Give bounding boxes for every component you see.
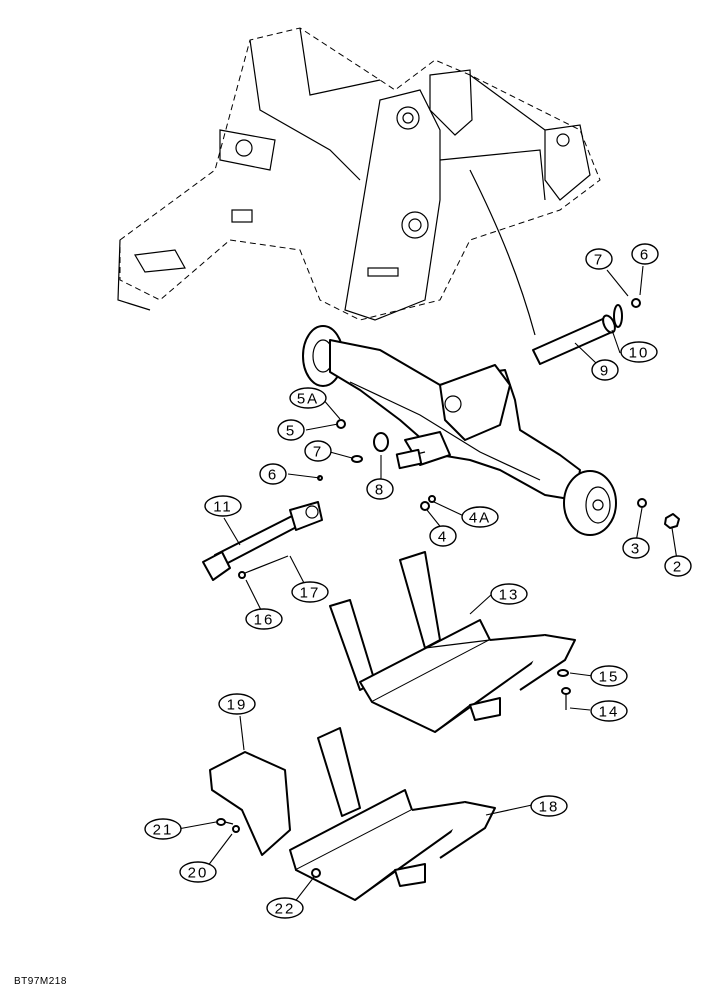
callout-label: 3 — [631, 541, 641, 558]
callout-oval — [304, 440, 332, 462]
callout-oval — [429, 525, 457, 547]
callout-oval — [590, 700, 628, 722]
loader-main-frame — [117, 27, 601, 336]
callout-label: 5 — [286, 423, 296, 440]
callout-oval — [277, 419, 305, 441]
callout-label: 17 — [300, 585, 321, 602]
callout-21: 21 — [144, 818, 182, 840]
callout-label: 5A — [297, 391, 319, 408]
callout-19: 19 — [218, 693, 256, 715]
axle-hardware — [317, 419, 680, 529]
callout-13: 13 — [490, 583, 528, 605]
callout-label: 6 — [268, 467, 278, 484]
pivot-pin — [532, 298, 641, 365]
callout-oval — [291, 581, 329, 603]
skid-plate-lower — [209, 727, 496, 901]
callout-4: 4 — [429, 525, 457, 547]
callout-15: 15 — [590, 665, 628, 687]
callout-label: 7 — [594, 252, 604, 269]
callout-oval — [204, 495, 242, 517]
callout-9: 9 — [591, 359, 619, 381]
callout-label: 2 — [673, 559, 683, 576]
callout-oval — [461, 506, 499, 528]
callout-label: 4A — [469, 510, 491, 527]
skid-plate-upper — [329, 551, 576, 733]
callout-oval — [585, 248, 613, 270]
callout-14: 14 — [590, 700, 628, 722]
callout-20: 20 — [179, 861, 217, 883]
callout-label: 16 — [254, 612, 275, 629]
callout-label: 10 — [629, 345, 650, 362]
callout-label: 7 — [313, 444, 323, 461]
callout-oval — [590, 665, 628, 687]
callout-oval — [366, 478, 394, 500]
figure-code: BT97M218 — [14, 976, 67, 987]
callout-5a: 5A — [289, 387, 327, 409]
callout-22: 22 — [266, 897, 304, 919]
callout-6: 6 — [259, 463, 287, 485]
callout-label: 9 — [600, 363, 610, 380]
callout-oval — [245, 608, 283, 630]
callout-10: 10 — [620, 341, 658, 363]
callout-16: 16 — [245, 608, 283, 630]
callout-11: 11 — [204, 495, 242, 517]
drive-shaft — [202, 501, 323, 581]
callout-oval — [490, 583, 528, 605]
callout-5: 5 — [277, 419, 305, 441]
callout-label: 19 — [227, 697, 248, 714]
callout-6: 6 — [631, 243, 659, 265]
callout-label: 8 — [375, 482, 385, 499]
callout-17: 17 — [291, 581, 329, 603]
callout-label: 21 — [153, 822, 174, 839]
callout-18: 18 — [530, 795, 568, 817]
callout-label: 11 — [213, 499, 233, 516]
callout-oval — [179, 861, 217, 883]
callout-label: 15 — [599, 669, 620, 686]
callout-label: 14 — [599, 704, 620, 721]
callout-4a: 4A — [461, 506, 499, 528]
callout-7: 7 — [585, 248, 613, 270]
front-axle-assembly — [302, 325, 617, 536]
callout-oval — [530, 795, 568, 817]
callout-oval — [266, 897, 304, 919]
callout-oval — [631, 243, 659, 265]
callout-label: 18 — [539, 799, 560, 816]
callout-oval — [259, 463, 287, 485]
callout-label: 13 — [499, 587, 520, 604]
callout-label: 20 — [188, 865, 209, 882]
skid-plate-hardware — [216, 669, 571, 878]
callout-oval — [664, 555, 692, 577]
callout-oval — [218, 693, 256, 715]
callout-oval — [144, 818, 182, 840]
callout-oval — [620, 341, 658, 363]
callout-oval — [289, 387, 327, 409]
callout-2: 2 — [664, 555, 692, 577]
callout-label: 6 — [640, 247, 650, 264]
callout-label: 22 — [275, 901, 296, 918]
callout-label: 4 — [438, 529, 448, 546]
callout-7: 7 — [304, 440, 332, 462]
callout-oval — [591, 359, 619, 381]
callout-8: 8 — [366, 478, 394, 500]
callout-oval — [622, 537, 650, 559]
callout-3: 3 — [622, 537, 650, 559]
